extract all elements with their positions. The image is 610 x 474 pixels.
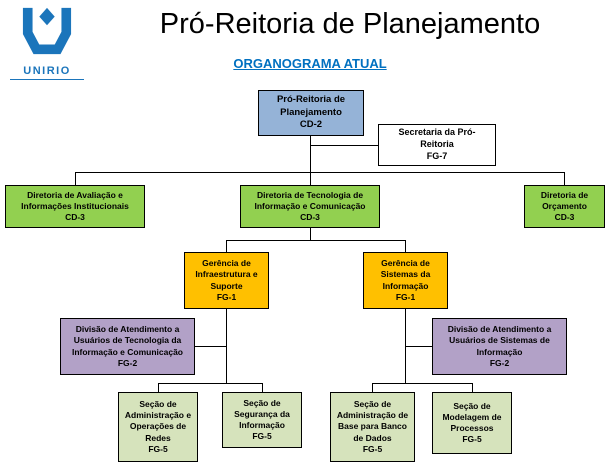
connector-line [406, 346, 432, 347]
org-box-divisao-atendimento-tic: Divisão de Atendimento a Usuários de Tec… [60, 318, 195, 375]
org-box-label: Seção de Administração e Operações de Re… [124, 399, 192, 443]
org-box-pro-reitoria: Pró-Reitoria de Planejamento CD-2 [258, 90, 364, 136]
org-box-code: FG-2 [117, 357, 138, 368]
connector-line [472, 383, 473, 392]
org-box-label: Seção de Modelagem de Processos [442, 400, 502, 433]
org-box-code: FG-2 [489, 357, 510, 368]
unirio-logo: UNIRIO [10, 6, 84, 80]
connector-line [195, 346, 226, 347]
connector-line [75, 172, 565, 173]
connector-line [372, 383, 373, 392]
page-subtitle: ORGANOGRAMA ATUAL [233, 56, 387, 71]
page-title: Pró-Reitoria de Planejamento [159, 8, 541, 40]
org-box-diretoria-avaliacao: Diretoria de Avaliação e Informações Ins… [5, 185, 145, 228]
connector-line [405, 240, 406, 252]
connector-line [310, 136, 311, 172]
connector-line [226, 240, 406, 241]
org-box-code: FG-5 [362, 443, 383, 454]
connector-line [311, 145, 378, 146]
org-box-label: Gerência de Sistemas da Informação [380, 258, 431, 291]
org-box-gerencia-sistemas: Gerência de Sistemas da Informação FG-1 [363, 252, 448, 309]
connector-line [158, 383, 263, 384]
connector-line [226, 240, 227, 252]
connector-line [564, 172, 565, 185]
org-box-secao-modelagem: Seção de Modelagem de Processos FG-5 [432, 392, 512, 454]
org-box-label: Seção de Segurança da Informação [234, 397, 290, 430]
org-box-label: Gerência de Infraestrutura e Suporte [195, 258, 258, 291]
org-box-code: FG-7 [426, 150, 448, 161]
connector-line [310, 172, 311, 185]
org-box-code: FG-1 [216, 291, 237, 302]
connector-line [226, 309, 227, 383]
org-box-divisao-atendimento-si: Divisão de Atendimento a Usuários de Sis… [432, 318, 567, 375]
org-box-code: CD-3 [554, 212, 575, 223]
org-box-code: FG-1 [395, 291, 416, 302]
org-box-secao-seguranca: Seção de Segurança da Informação FG-5 [222, 392, 302, 448]
org-box-gerencia-infraestrutura: Gerência de Infraestrutura e Suporte FG-… [184, 252, 269, 309]
org-box-label: Diretoria de Avaliação e Informações Ins… [21, 189, 129, 211]
unirio-logo-text: UNIRIO [10, 65, 84, 80]
org-box-code: FG-5 [252, 431, 272, 442]
org-box-code: CD-2 [299, 119, 323, 131]
connector-line [158, 383, 159, 392]
org-box-secao-redes: Seção de Administração e Operações de Re… [118, 392, 198, 462]
org-box-label: Secretaria da Pró-Reitoria [398, 127, 476, 150]
org-box-label: Divisão de Atendimento a Usuários de Tec… [71, 324, 183, 357]
org-box-label: Pró-Reitoria de Planejamento [276, 94, 346, 118]
org-box-label: Diretoria de Orçamento [540, 189, 589, 211]
connector-line [310, 228, 311, 240]
connector-line [262, 383, 263, 392]
org-box-secao-banco-dados: Seção de Administração de Base para Banc… [330, 392, 415, 462]
connector-line [372, 383, 472, 384]
org-box-code: CD-3 [65, 212, 85, 223]
org-box-label: Divisão de Atendimento a Usuários de Sis… [447, 324, 552, 357]
connector-line [75, 172, 76, 185]
org-box-diretoria-tecnologia: Diretoria de Tecnologia de Informação e … [240, 185, 380, 228]
org-box-code: FG-5 [148, 443, 168, 454]
org-box-label: Diretoria de Tecnologia de Informação e … [254, 189, 366, 211]
connector-line [405, 309, 406, 383]
org-box-code: FG-5 [462, 434, 482, 445]
org-box-diretoria-orcamento: Diretoria de Orçamento CD-3 [524, 185, 605, 228]
unirio-logo-icon [22, 7, 72, 55]
org-box-secretaria: Secretaria da Pró-Reitoria FG-7 [378, 124, 496, 166]
org-box-code: CD-3 [300, 212, 320, 223]
org-box-label: Seção de Administração de Base para Banc… [336, 399, 409, 443]
